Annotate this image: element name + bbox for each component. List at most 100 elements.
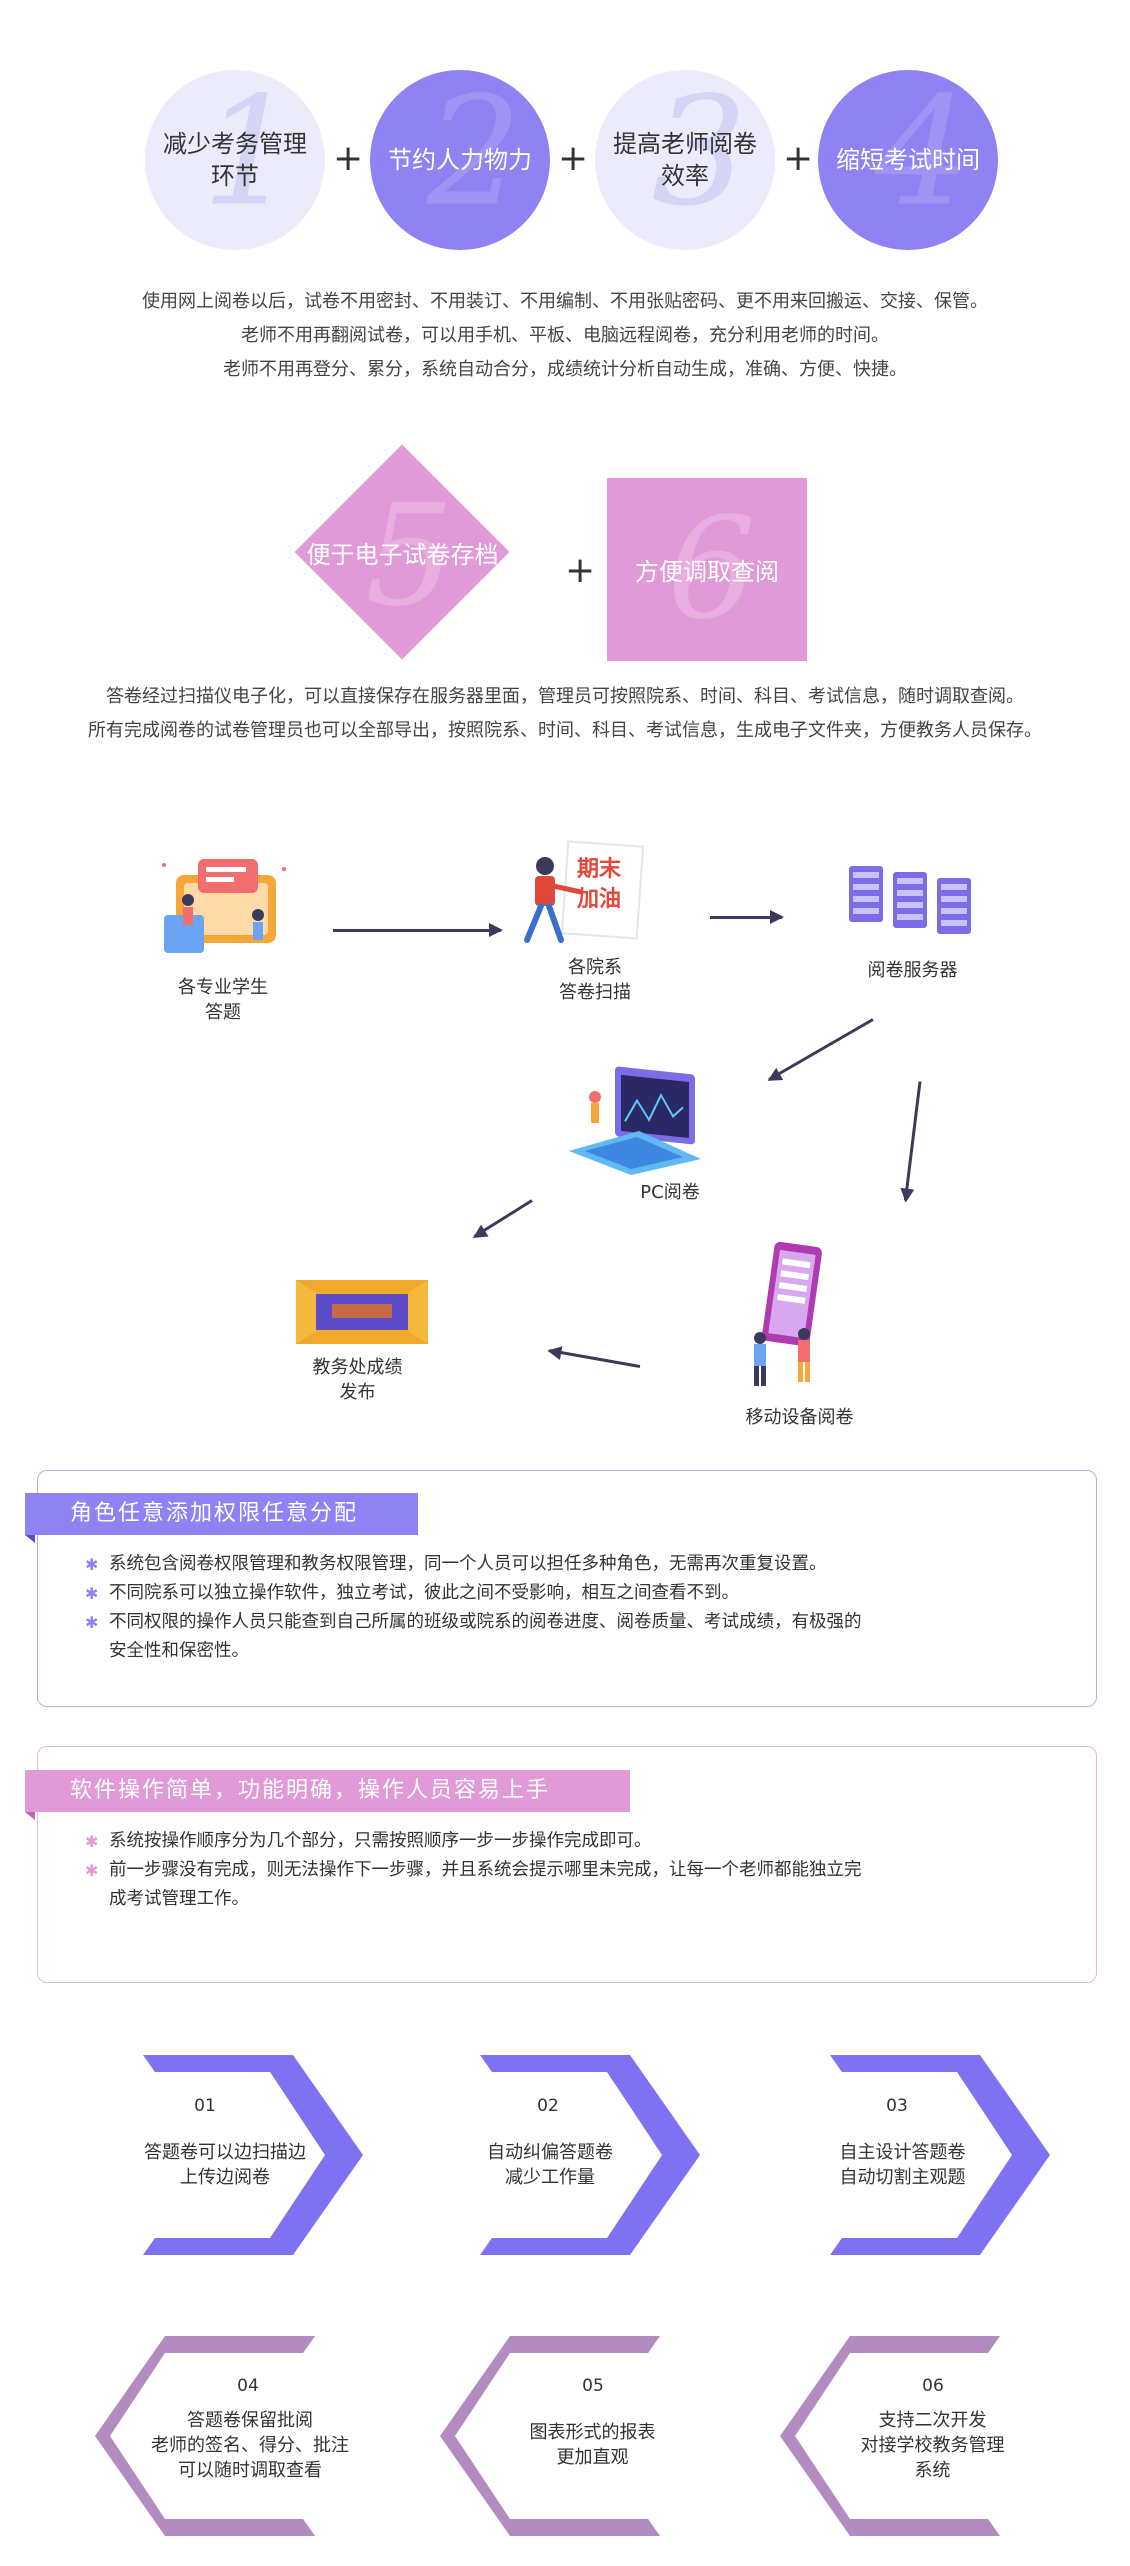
benefit-3-line2: 效率	[661, 162, 709, 190]
permissions-title: 角色任意添加权限任意分配	[70, 1501, 359, 1526]
scan-label-line1: 各院系	[568, 957, 622, 978]
feature-04-text: 答题卷保留批阅老师的签名、得分、批注可以随时调取查看	[130, 2408, 370, 2483]
star-icon: ✱	[85, 1613, 99, 1632]
benefit-1-line2: 环节	[211, 162, 259, 190]
list-item-text: 系统按操作顺序分为几个部分，只需按照顺序一步一步操作完成即可。	[109, 1831, 652, 1851]
plus-sign: +	[333, 138, 364, 179]
feature-text-line: 减少工作量	[505, 2167, 595, 2188]
benefit-2-circle: 2 节约人力物力	[370, 70, 550, 250]
benefit-1-circle: 1 减少考务管理环节	[145, 70, 325, 250]
feature-06-panel	[795, 2353, 1065, 2519]
plus-sign: +	[783, 138, 814, 179]
list-item: ✱ 前一步骤没有完成，则无法操作下一步骤，并且系统会提示哪里未完成，让每一个老师都…	[85, 1856, 1025, 1914]
feature-03-panel	[787, 2072, 1012, 2238]
server-illustration	[845, 862, 975, 937]
publish-label: 教务处成绩 发布	[280, 1355, 435, 1405]
benefit-2-text: 节约人力物力	[388, 146, 532, 174]
plus-sign: +	[565, 550, 596, 591]
usability-bullets: ✱ 系统按操作顺序分为几个部分，只需按照顺序一步一步操作完成即可。 ✱ 前一步骤没有…	[85, 1827, 1025, 1914]
list-item: ✱不同院系可以独立操作软件，独立考试，彼此之间不受影响，相互之间查看不到。	[85, 1579, 1025, 1608]
list-item-text: 不同权限的操作人员只能查到自己所属的班级或院系的阅卷进度、阅卷质量、考试成绩，有…	[109, 1612, 862, 1632]
feature-02-text: 自动纠偏答题卷减少工作量	[450, 2140, 650, 2190]
server-label: 阅卷服务器	[867, 960, 958, 981]
feature-text-line: 老师的签名、得分、批注	[151, 2435, 349, 2456]
benefits-row1-paragraph: 使用网上阅卷以后，试卷不用密封、不用装订、不用编制、不用张贴密码、更不用来回搬运…	[0, 285, 1130, 387]
star-icon: ✱	[85, 1832, 99, 1851]
benefit-5-diamond: 5 便于电子试卷存档	[294, 444, 510, 660]
feature-05-panel	[455, 2353, 725, 2519]
feature-05-number: 05	[582, 2376, 604, 2396]
benefit-3-circle: 3 提高老师阅卷效率	[595, 70, 775, 250]
feature-text-line: 答题卷可以边扫描边	[144, 2142, 306, 2163]
star-icon: ✱	[85, 1555, 99, 1574]
benefit-6-square: 6 方便调取查阅	[607, 478, 807, 661]
feature-06-text: 支持二次开发对接学校教务管理系统	[830, 2408, 1035, 2483]
feature-text-line: 上传边阅卷	[180, 2167, 270, 2188]
feature-03-number: 03	[886, 2096, 908, 2116]
feature-text-line: 自主设计答题卷	[839, 2142, 966, 2163]
paragraph-line: 老师不用再翻阅试卷，可以用手机、平板、电脑远程阅卷，充分利用老师的时间。	[241, 325, 889, 346]
feature-03-text: 自主设计答题卷自动切割主观题	[800, 2140, 1005, 2190]
permissions-box	[37, 1470, 1097, 1707]
mobile-illustration	[748, 1240, 838, 1390]
benefit-5-text: 便于电子试卷存档	[306, 541, 499, 569]
benefit-3-text: 提高老师阅卷效率	[613, 128, 757, 192]
feature-01-panel	[100, 2072, 325, 2238]
scan-label-line2: 答卷扫描	[559, 982, 631, 1003]
list-item-text: 前一步骤没有完成，则无法操作下一步骤，并且系统会提示哪里未完成，让每一个老师都能…	[109, 1860, 862, 1880]
feature-06-number: 06	[922, 2376, 944, 2396]
permissions-title-bar	[25, 1493, 418, 1535]
pc-label: PC阅卷	[640, 1182, 700, 1203]
permissions-title-fold	[25, 1535, 35, 1543]
list-item-text: 安全性和保密性。	[109, 1641, 249, 1661]
benefit-3-line1: 提高老师阅卷	[613, 130, 757, 158]
list-item-text: 系统包含阅卷权限管理和教务权限管理，同一个人员可以担任多种角色，无需再次重复设置…	[109, 1554, 827, 1574]
svg-text:加油: 加油	[576, 887, 621, 912]
list-item: ✱ 系统包含阅卷权限管理和教务权限管理，同一个人员可以担任多种角色，无需再次重复设…	[85, 1550, 1025, 1579]
feature-05-text: 图表形式的报表更加直观	[490, 2420, 695, 2470]
star-icon: ✱	[85, 1861, 99, 1880]
feature-text-line: 自动切割主观题	[839, 2167, 966, 2188]
plus-sign: +	[558, 138, 589, 179]
benefit-1-number: 1	[201, 70, 298, 240]
scan-label: 各院系 答卷扫描	[520, 955, 670, 1005]
benefit-2-number: 2	[426, 70, 523, 240]
paragraph-line: 答卷经过扫描仪电子化，可以直接保存在服务器里面，管理员可按照院系、时间、科目、考…	[106, 686, 1024, 707]
students-label-line2: 答题	[205, 1002, 241, 1023]
benefit-6-text: 方便调取查阅	[635, 558, 779, 586]
feature-01-number: 01	[194, 2096, 216, 2116]
benefit-5-number: 5	[365, 475, 455, 638]
flow-arrow	[549, 1349, 641, 1368]
feature-02-panel	[437, 2072, 662, 2238]
pc-illustration	[565, 1055, 705, 1175]
flow-arrow	[768, 1018, 874, 1081]
feature-text-line: 对接学校教务管理	[860, 2435, 1005, 2456]
paragraph-line: 所有完成阅卷的试卷管理员也可以全部导出，按照院系、时间、科目、考试信息，生成电子…	[88, 720, 1042, 741]
benefit-4-circle: 4 缩短考试时间	[818, 70, 998, 250]
feature-text-line: 系统	[914, 2460, 951, 2481]
paragraph-line: 老师不用再登分、累分，系统自动合分，成绩统计分析自动生成，准确、方便、快捷。	[223, 359, 907, 380]
usability-title: 软件操作简单，功能明确，操作人员容易上手	[70, 1778, 551, 1803]
list-item-text: 成考试管理工作。	[109, 1889, 249, 1909]
list-item: ✱ 系统按操作顺序分为几个部分，只需按照顺序一步一步操作完成即可。	[85, 1827, 1025, 1856]
feature-text-line: 答题卷保留批阅	[187, 2410, 313, 2431]
feature-text-line: 支持二次开发	[878, 2410, 987, 2431]
flow-arrow	[710, 910, 784, 924]
scan-poster-text: 期末	[577, 857, 622, 882]
benefits-row2-paragraph: 答卷经过扫描仪电子化，可以直接保存在服务器里面，管理员可按照院系、时间、科目、考…	[0, 680, 1130, 748]
feature-text-line: 可以随时调取查看	[178, 2460, 322, 2481]
students-illustration	[158, 855, 288, 965]
paragraph-line: 使用网上阅卷以后，试卷不用密封、不用装订、不用编制、不用张贴密码、更不用来回搬运…	[142, 291, 988, 312]
publish-illustration	[296, 1280, 428, 1344]
usability-title-fold	[25, 1812, 35, 1820]
students-label-line1: 各专业学生	[178, 977, 268, 998]
list-item-text: 不同院系可以独立操作软件，独立考试，彼此之间不受影响，相互之间查看不到。	[109, 1583, 739, 1603]
usability-box	[37, 1746, 1097, 1983]
publish-label-line2: 发布	[339, 1382, 376, 1403]
flow-arrow	[333, 923, 503, 937]
usability-title-bar	[25, 1770, 630, 1812]
feature-01-text: 答题卷可以边扫描边上传边阅卷	[100, 2140, 350, 2190]
benefit-4-number: 4	[874, 70, 971, 240]
flow-arrow	[903, 1081, 922, 1201]
feature-text-line: 图表形式的报表	[529, 2422, 656, 2443]
